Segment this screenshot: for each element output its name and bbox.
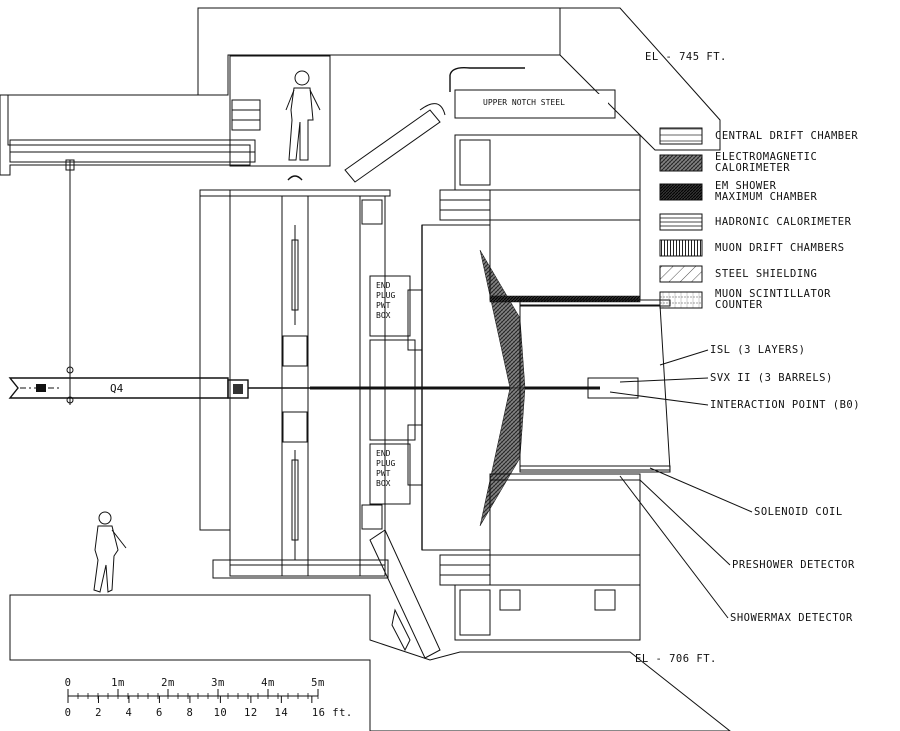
legend-swatch-had [659,213,703,231]
end-plug-pwt-box-top: END PLUG PWT BOX [369,275,411,337]
scale-foot-label: 0 [65,707,72,719]
scale-foot-label: 14 [275,707,289,719]
scale-foot-label: 6 [156,707,163,719]
scale-bar: 0 1m 2m 3m 4m 5m 0 2 4 6 8 10 12 14 16 ft. [65,677,353,719]
person-upper-figure [285,70,321,161]
plug-box-top-line-4: BOX [376,311,391,320]
scale-meter-label: 1m [111,677,125,689]
legend-swatch-steel [659,265,703,283]
legend-swatch-muon [659,239,703,257]
legend-label-steel-1: STEEL SHIELDING [715,268,817,280]
elevation-top-label: EL - 745 FT. [645,51,727,63]
person-lower-figure [93,511,127,593]
legend-label-ces-2: MAXIMUM CHAMBER [715,191,818,203]
plug-box-top-line-3: PWT [376,301,391,310]
legend-label-scint-1: MUON SCINTILLATOR [715,288,831,300]
callout-isl: ISL (3 LAYERS) [710,344,806,356]
callout-interaction-point: INTERACTION POINT (B0) [710,399,860,411]
scale-foot-label: 4 [126,707,133,719]
upper-notch-steel: UPPER NOTCH STEEL [449,66,616,119]
hall-floor-concrete [9,594,731,731]
scale-meter-label: 5m [311,677,325,689]
legend-swatch-scint [659,291,703,309]
legend-label-muon-1: MUON DRIFT CHAMBERS [715,242,845,254]
callout-preshower: PRESHOWER DETECTOR [732,559,855,571]
plug-box-bottom-line-3: PWT [376,469,391,478]
callout-showermax: SHOWERMAX DETECTOR [730,612,853,624]
scale-foot-label: 2 [95,707,102,719]
diagonal-chamber-upper [344,103,446,183]
upper-notch-steel-label: UPPER NOTCH STEEL [483,98,565,107]
plug-box-top-line-1: END [376,281,391,290]
callout-svx: SVX II (3 BARRELS) [710,372,833,384]
elevation-bottom-label: EL - 706 FT. [635,653,717,665]
legend-label-ces-1: EM SHOWER [715,180,777,192]
diagonal-chamber-lower [369,529,441,659]
q4-label: Q4 [110,382,124,395]
plug-box-bottom-line-2: PLUG [376,459,395,468]
legend-label-had-1: HADRONIC CALORIMETER [715,216,852,228]
legend-label-cdc-1: CENTRAL DRIFT CHAMBER [715,130,858,142]
plug-box-top-line-2: PLUG [376,291,395,300]
legend: CENTRAL DRIFT CHAMBER ELECTROMAGNETICCALO… [659,127,858,311]
plug-box-bottom-line-1: END [376,449,391,458]
scale-meter-label: 2m [161,677,175,689]
central-drift-chamber [519,299,671,473]
plug-box-bottom-line-4: BOX [376,479,391,488]
scale-meter-label: 3m [211,677,225,689]
legend-swatch-cdc [659,127,703,145]
callout-solenoid-coil: SOLENOID COIL [754,506,843,518]
scale-foot-label: 12 [244,707,258,719]
scale-meter-label: 0 [65,677,72,689]
legend-swatch-em [659,154,703,172]
scale-foot-label: 16 ft. [312,707,353,719]
legend-label-em-2: CALORIMETER [715,162,790,174]
callout-leaders [609,349,753,619]
central-calorimeter-upper [439,134,641,303]
central-calorimeter-lower [439,473,641,641]
end-wall-structure [199,175,391,579]
end-plug-pwt-box-bottom: END PLUG PWT BOX [369,443,411,505]
crane-cable [65,159,75,405]
scale-foot-label: 10 [214,707,228,719]
hall-ceiling-concrete [0,7,721,176]
legend-swatch-ces [659,183,703,201]
upper-alcove [229,55,331,167]
legend-label-scint-2: COUNTER [715,299,763,311]
legend-label-em-1: ELECTROMAGNETIC [715,151,817,163]
scale-foot-label: 8 [187,707,194,719]
plug-calorimeter [421,224,526,551]
scale-meter-label: 4m [261,677,275,689]
